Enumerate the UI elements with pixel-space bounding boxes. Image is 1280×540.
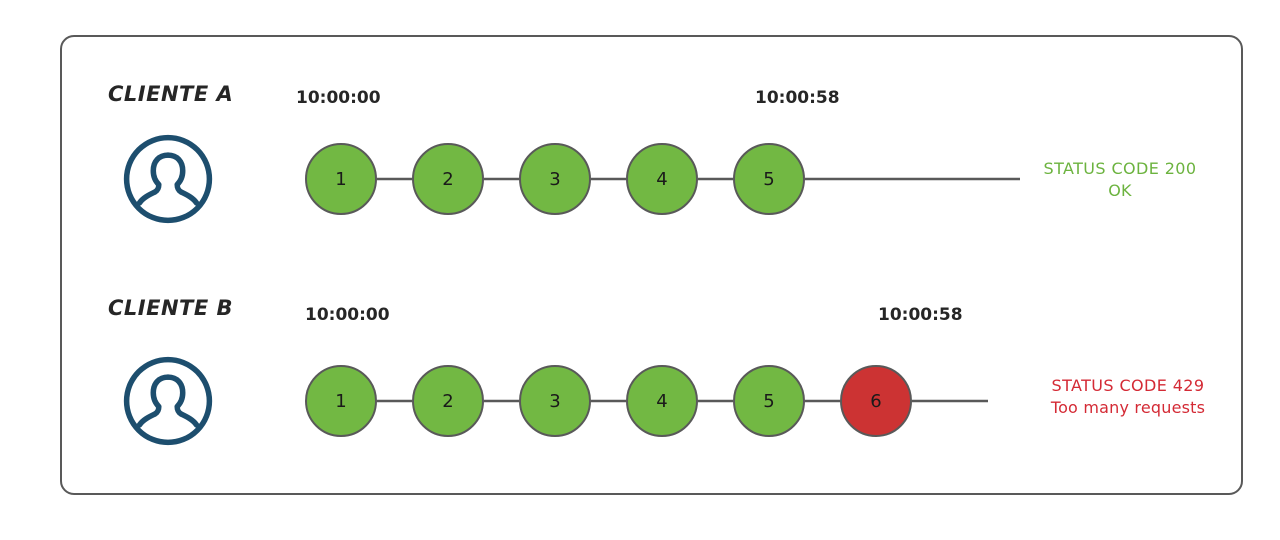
request-node-cliente-a-3: 3 xyxy=(519,143,591,215)
request-node-cliente-a-5: 5 xyxy=(733,143,805,215)
request-node-cliente-b-1: 1 xyxy=(305,365,377,437)
timestamp-start-a: 10:00:00 xyxy=(296,88,381,108)
user-avatar-icon xyxy=(122,355,214,447)
request-node-label: 4 xyxy=(656,390,668,412)
request-node-label: 1 xyxy=(335,390,347,412)
status-badge-a: STATUS CODE 200 OK xyxy=(1030,158,1210,201)
client-label-b: CLIENTE B xyxy=(108,296,234,320)
request-node-cliente-b-6: 6 xyxy=(840,365,912,437)
request-node-label: 2 xyxy=(442,168,454,190)
request-node-cliente-b-5: 5 xyxy=(733,365,805,437)
request-node-cliente-a-1: 1 xyxy=(305,143,377,215)
timestamp-end-a: 10:00:58 xyxy=(755,88,840,108)
request-node-cliente-a-4: 4 xyxy=(626,143,698,215)
request-node-label: 5 xyxy=(763,168,775,190)
timestamp-end-b: 10:00:58 xyxy=(878,305,963,325)
client-label-a: CLIENTE A xyxy=(108,82,234,106)
request-node-label: 6 xyxy=(870,390,882,412)
status-text-b: Too many requests xyxy=(1050,397,1206,417)
status-code-b: STATUS CODE 429 xyxy=(1051,376,1205,395)
request-node-cliente-a-2: 2 xyxy=(412,143,484,215)
request-node-label: 1 xyxy=(335,168,347,190)
request-node-cliente-b-3: 3 xyxy=(519,365,591,437)
request-node-label: 2 xyxy=(442,390,454,412)
request-node-cliente-b-4: 4 xyxy=(626,365,698,437)
status-badge-b: STATUS CODE 429 Too many requests xyxy=(1028,375,1228,418)
request-node-label: 3 xyxy=(549,168,561,190)
request-node-cliente-b-2: 2 xyxy=(412,365,484,437)
status-text-a: OK xyxy=(1108,180,1132,200)
request-node-label: 5 xyxy=(763,390,775,412)
user-avatar-icon xyxy=(122,133,214,225)
request-node-label: 3 xyxy=(549,390,561,412)
timestamp-start-b: 10:00:00 xyxy=(305,305,390,325)
status-code-a: STATUS CODE 200 xyxy=(1043,159,1197,178)
request-node-label: 4 xyxy=(656,168,668,190)
